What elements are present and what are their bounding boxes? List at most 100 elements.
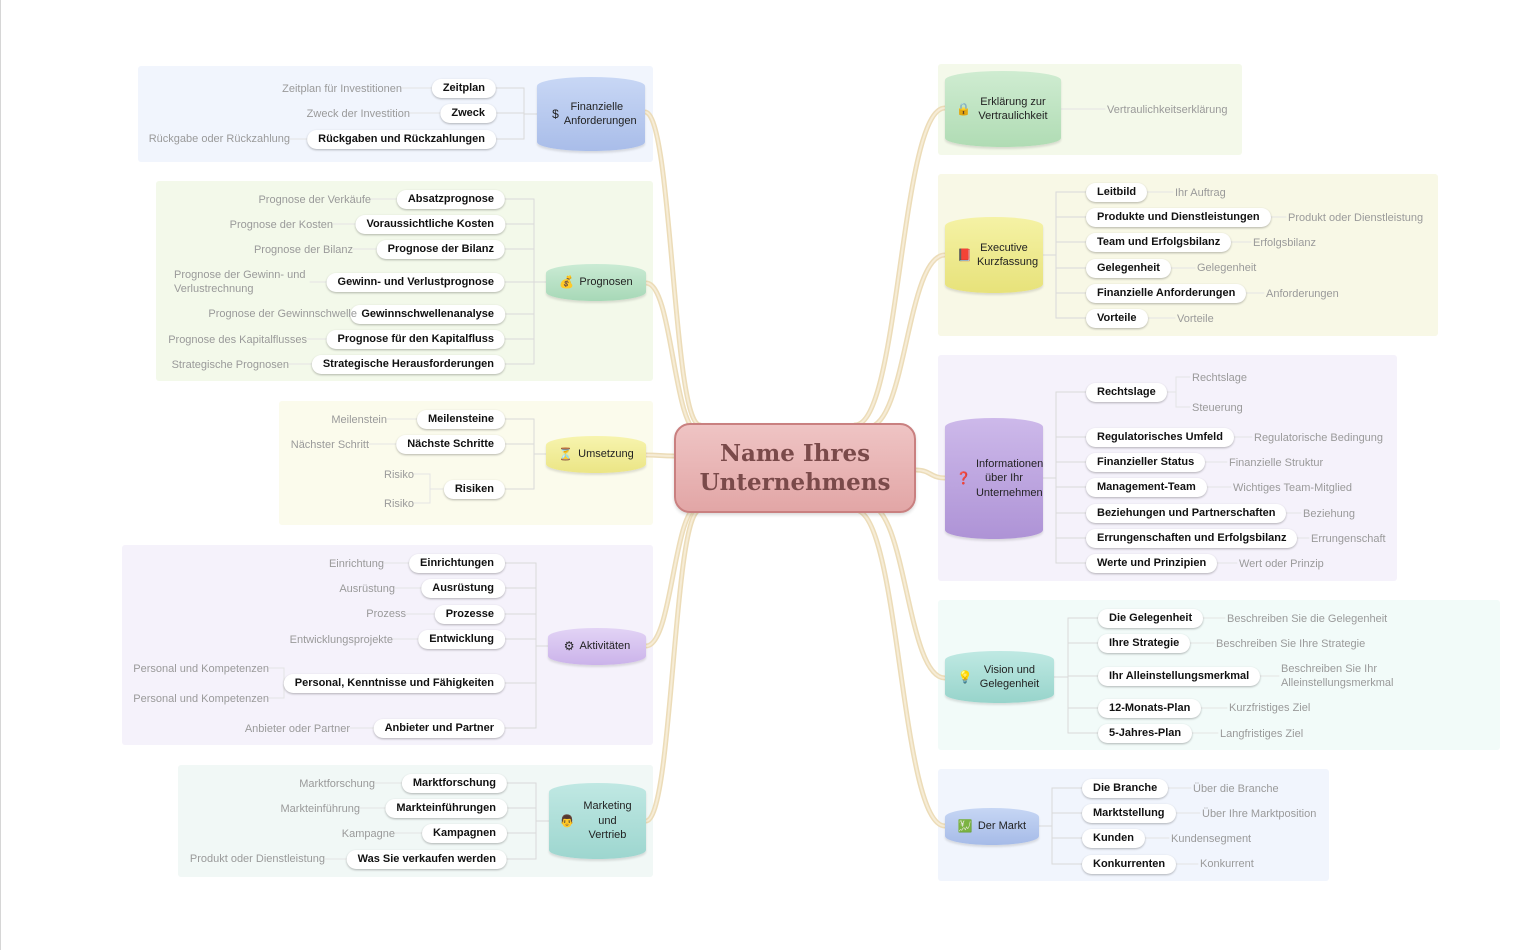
leaf-risiko-1: Risiko: [384, 469, 414, 481]
main-connector-inner: [915, 469, 946, 479]
subtopic-anbieter[interactable]: Anbieter und Partner: [373, 719, 505, 738]
subtopic-kunden[interactable]: Kunden: [1082, 829, 1145, 848]
leaf-plan12: Kurzfristiges Ziel: [1229, 702, 1311, 714]
subtopic-verkaufen[interactable]: Was Sie verkaufen werden: [346, 850, 507, 869]
topic-markt[interactable]: 💹 Der Markt: [945, 808, 1039, 845]
leaf-entwicklung: Entwicklungsprojekte: [289, 634, 393, 646]
topic-vision[interactable]: 💡 Vision und Gelegenheit: [945, 651, 1054, 703]
topic-aktivitaeten[interactable]: ⚙ Aktivitäten: [548, 628, 646, 665]
subtopic-meilensteine[interactable]: Meilensteine: [416, 410, 505, 429]
topic-label: Executive Kurzfassung: [976, 241, 1039, 269]
topic-executive[interactable]: 📕 Executive Kurzfassung: [945, 217, 1043, 293]
subtopic-prozesse[interactable]: Prozesse: [434, 605, 505, 624]
leaf-bilanz: Prognose der Bilanz: [253, 244, 353, 256]
leaf-branche: Über die Branche: [1193, 783, 1279, 795]
topic-label: Vision und Gelegenheit: [979, 663, 1040, 691]
subtopic-strategie[interactable]: Ihre Strategie: [1098, 634, 1191, 653]
leaf-absatz: Prognose der Verkäufe: [258, 194, 371, 206]
leaf-kosten: Prognose der Kosten: [229, 219, 333, 231]
leaf-marktstellung: Über Ihre Marktposition: [1202, 808, 1317, 820]
leaf-marktforschung: Marktforschung: [299, 778, 375, 790]
subtopic-plan12[interactable]: 12-Monats-Plan: [1098, 699, 1202, 718]
subtopic-fin-status[interactable]: Finanzieller Status: [1086, 453, 1206, 472]
subtopic-kosten[interactable]: Voraussichtliche Kosten: [355, 215, 505, 234]
topic-marketing[interactable]: 👨 Marketing und Vertrieb: [549, 783, 646, 859]
subtopic-management[interactable]: Management-Team: [1086, 478, 1207, 497]
subtopic-marktstellung[interactable]: Marktstellung: [1082, 804, 1176, 823]
subtopic-personal[interactable]: Personal, Kenntnisse und Fähigkeiten: [283, 674, 505, 693]
subtopic-werte[interactable]: Werte und Prinzipien: [1086, 554, 1218, 573]
topic-umsetzung[interactable]: ⏳ Umsetzung: [546, 436, 646, 473]
topic-erklaerung[interactable]: 🔒 Erklärung zur Vertraulichkeit: [945, 71, 1061, 147]
subtopic-errungenschaften[interactable]: Errungenschaften und Erfolgsbilanz: [1086, 529, 1298, 548]
leaf-erklaerung: Vertraulichkeitserklärung: [1107, 104, 1228, 116]
subtopic-entwicklung[interactable]: Entwicklung: [418, 630, 505, 649]
subtopic-zeitplan[interactable]: Zeitplan: [431, 79, 496, 98]
dollar-icon: $: [552, 106, 559, 121]
leaf-errungenschaften: Errungenschaft: [1311, 533, 1386, 545]
leaf-gelegenheit: Gelegenheit: [1197, 262, 1257, 274]
topic-label: Erklärung zur Vertraulichkeit: [978, 95, 1048, 123]
subtopic-kampagnen[interactable]: Kampagnen: [422, 824, 507, 843]
subtopic-fin-anf[interactable]: Finanzielle Anforderungen: [1086, 284, 1247, 303]
central-topic[interactable]: Name Ihres Unternehmens: [674, 423, 916, 513]
leaf-vorteile: Vorteile: [1177, 313, 1214, 325]
topic-finanzielle[interactable]: $ Finanzielle Anforderungen: [537, 77, 645, 151]
subtopic-team[interactable]: Team und Erfolgsbilanz: [1086, 233, 1232, 252]
leaf-rechtslage-1: Rechtslage: [1192, 372, 1248, 384]
leaf-naechste: Nächster Schritt: [290, 439, 369, 451]
subtopic-einrichtungen[interactable]: Einrichtungen: [409, 554, 505, 573]
subtopic-ausruestung[interactable]: Ausrüstung: [421, 579, 505, 598]
subtopic-regulatorisch[interactable]: Regulatorisches Umfeld: [1086, 428, 1234, 447]
leaf-zweck: Zweck der Investition: [306, 108, 410, 120]
topic-informationen[interactable]: ❓ Informationen über Ihr Unternehmen: [945, 418, 1043, 539]
lightbulb-icon: 💡: [957, 669, 973, 684]
main-connector-inner: [854, 107, 946, 426]
leaf-konkurrenten: Konkurrent: [1200, 858, 1254, 870]
topic-label: Informationen über Ihr Unternehmen: [975, 457, 1044, 499]
main-connector-inner: [854, 509, 946, 827]
subtopic-kapitalfluss[interactable]: Prognose für den Kapitalfluss: [326, 330, 505, 349]
main-connector-inner: [644, 111, 701, 426]
subtopic-bilanz[interactable]: Prognose der Bilanz: [376, 240, 505, 259]
leaf-personal-2: Personal und Kompetenzen: [133, 693, 269, 705]
subtopic-produkte[interactable]: Produkte und Dienstleistungen: [1086, 208, 1271, 227]
subtopic-zweck[interactable]: Zweck: [440, 104, 496, 123]
subtopic-alleinstellung[interactable]: Ihr Alleinstellungsmerkmal: [1098, 667, 1261, 686]
subtopic-absatz[interactable]: Absatzprognose: [396, 190, 505, 209]
subtopic-die-gelegenheit[interactable]: Die Gelegenheit: [1098, 609, 1204, 628]
subtopic-gelegenheit[interactable]: Gelegenheit: [1086, 259, 1171, 278]
subtopic-gewinnschwelle[interactable]: Gewinnschwellenanalyse: [350, 305, 505, 324]
leaf-ausruestung: Ausrüstung: [339, 583, 395, 595]
subtopic-naechste[interactable]: Nächste Schritte: [396, 435, 505, 454]
leaf-risiko-2: Risiko: [384, 498, 414, 510]
leaf-plan5: Langfristiges Ziel: [1220, 728, 1304, 740]
subtopic-rueckgaben[interactable]: Rückgaben und Rückzahlungen: [307, 130, 496, 149]
subtopic-leitbild[interactable]: Leitbild: [1086, 183, 1148, 202]
leaf-rechtslage-2: Steuerung: [1192, 402, 1243, 414]
subtopic-marktforschung[interactable]: Marktforschung: [401, 774, 507, 793]
subtopic-beziehungen[interactable]: Beziehungen und Partnerschaften: [1086, 504, 1287, 523]
subtopic-branche[interactable]: Die Branche: [1082, 779, 1169, 798]
leaf-werte: Wert oder Prinzip: [1239, 558, 1324, 570]
subtopic-strategische[interactable]: Strategische Herausforderungen: [311, 355, 505, 374]
money-bag-icon: 💰: [559, 275, 575, 290]
topic-label: Finanzielle Anforderungen: [563, 100, 637, 128]
subtopic-konkurrenten[interactable]: Konkurrenten: [1082, 855, 1177, 874]
subtopic-rechtslage[interactable]: Rechtslage: [1086, 383, 1167, 402]
lock-icon: 🔒: [956, 101, 971, 116]
subtopic-risiken[interactable]: Risiken: [443, 480, 505, 499]
topic-prognosen[interactable]: 💰 Prognosen: [546, 264, 646, 301]
subtopic-markteinfuehrungen[interactable]: Markteinführungen: [385, 799, 507, 818]
subtopic-plan5[interactable]: 5-Jahres-Plan: [1098, 724, 1193, 743]
leaf-gewinnschwelle: Prognose der Gewinnschwelle: [208, 308, 357, 320]
main-connector-inner: [867, 254, 946, 428]
subtopic-vorteile[interactable]: Vorteile: [1086, 309, 1148, 328]
subtopic-guv[interactable]: Gewinn- und Verlustprognose: [326, 273, 505, 292]
leaf-fin-status: Finanzielle Struktur: [1229, 457, 1324, 469]
person-icon: 👨: [559, 813, 575, 828]
leaf-meilensteine: Meilenstein: [331, 414, 387, 426]
chart-icon: 💹: [957, 819, 973, 834]
main-connector-inner: [867, 504, 946, 679]
